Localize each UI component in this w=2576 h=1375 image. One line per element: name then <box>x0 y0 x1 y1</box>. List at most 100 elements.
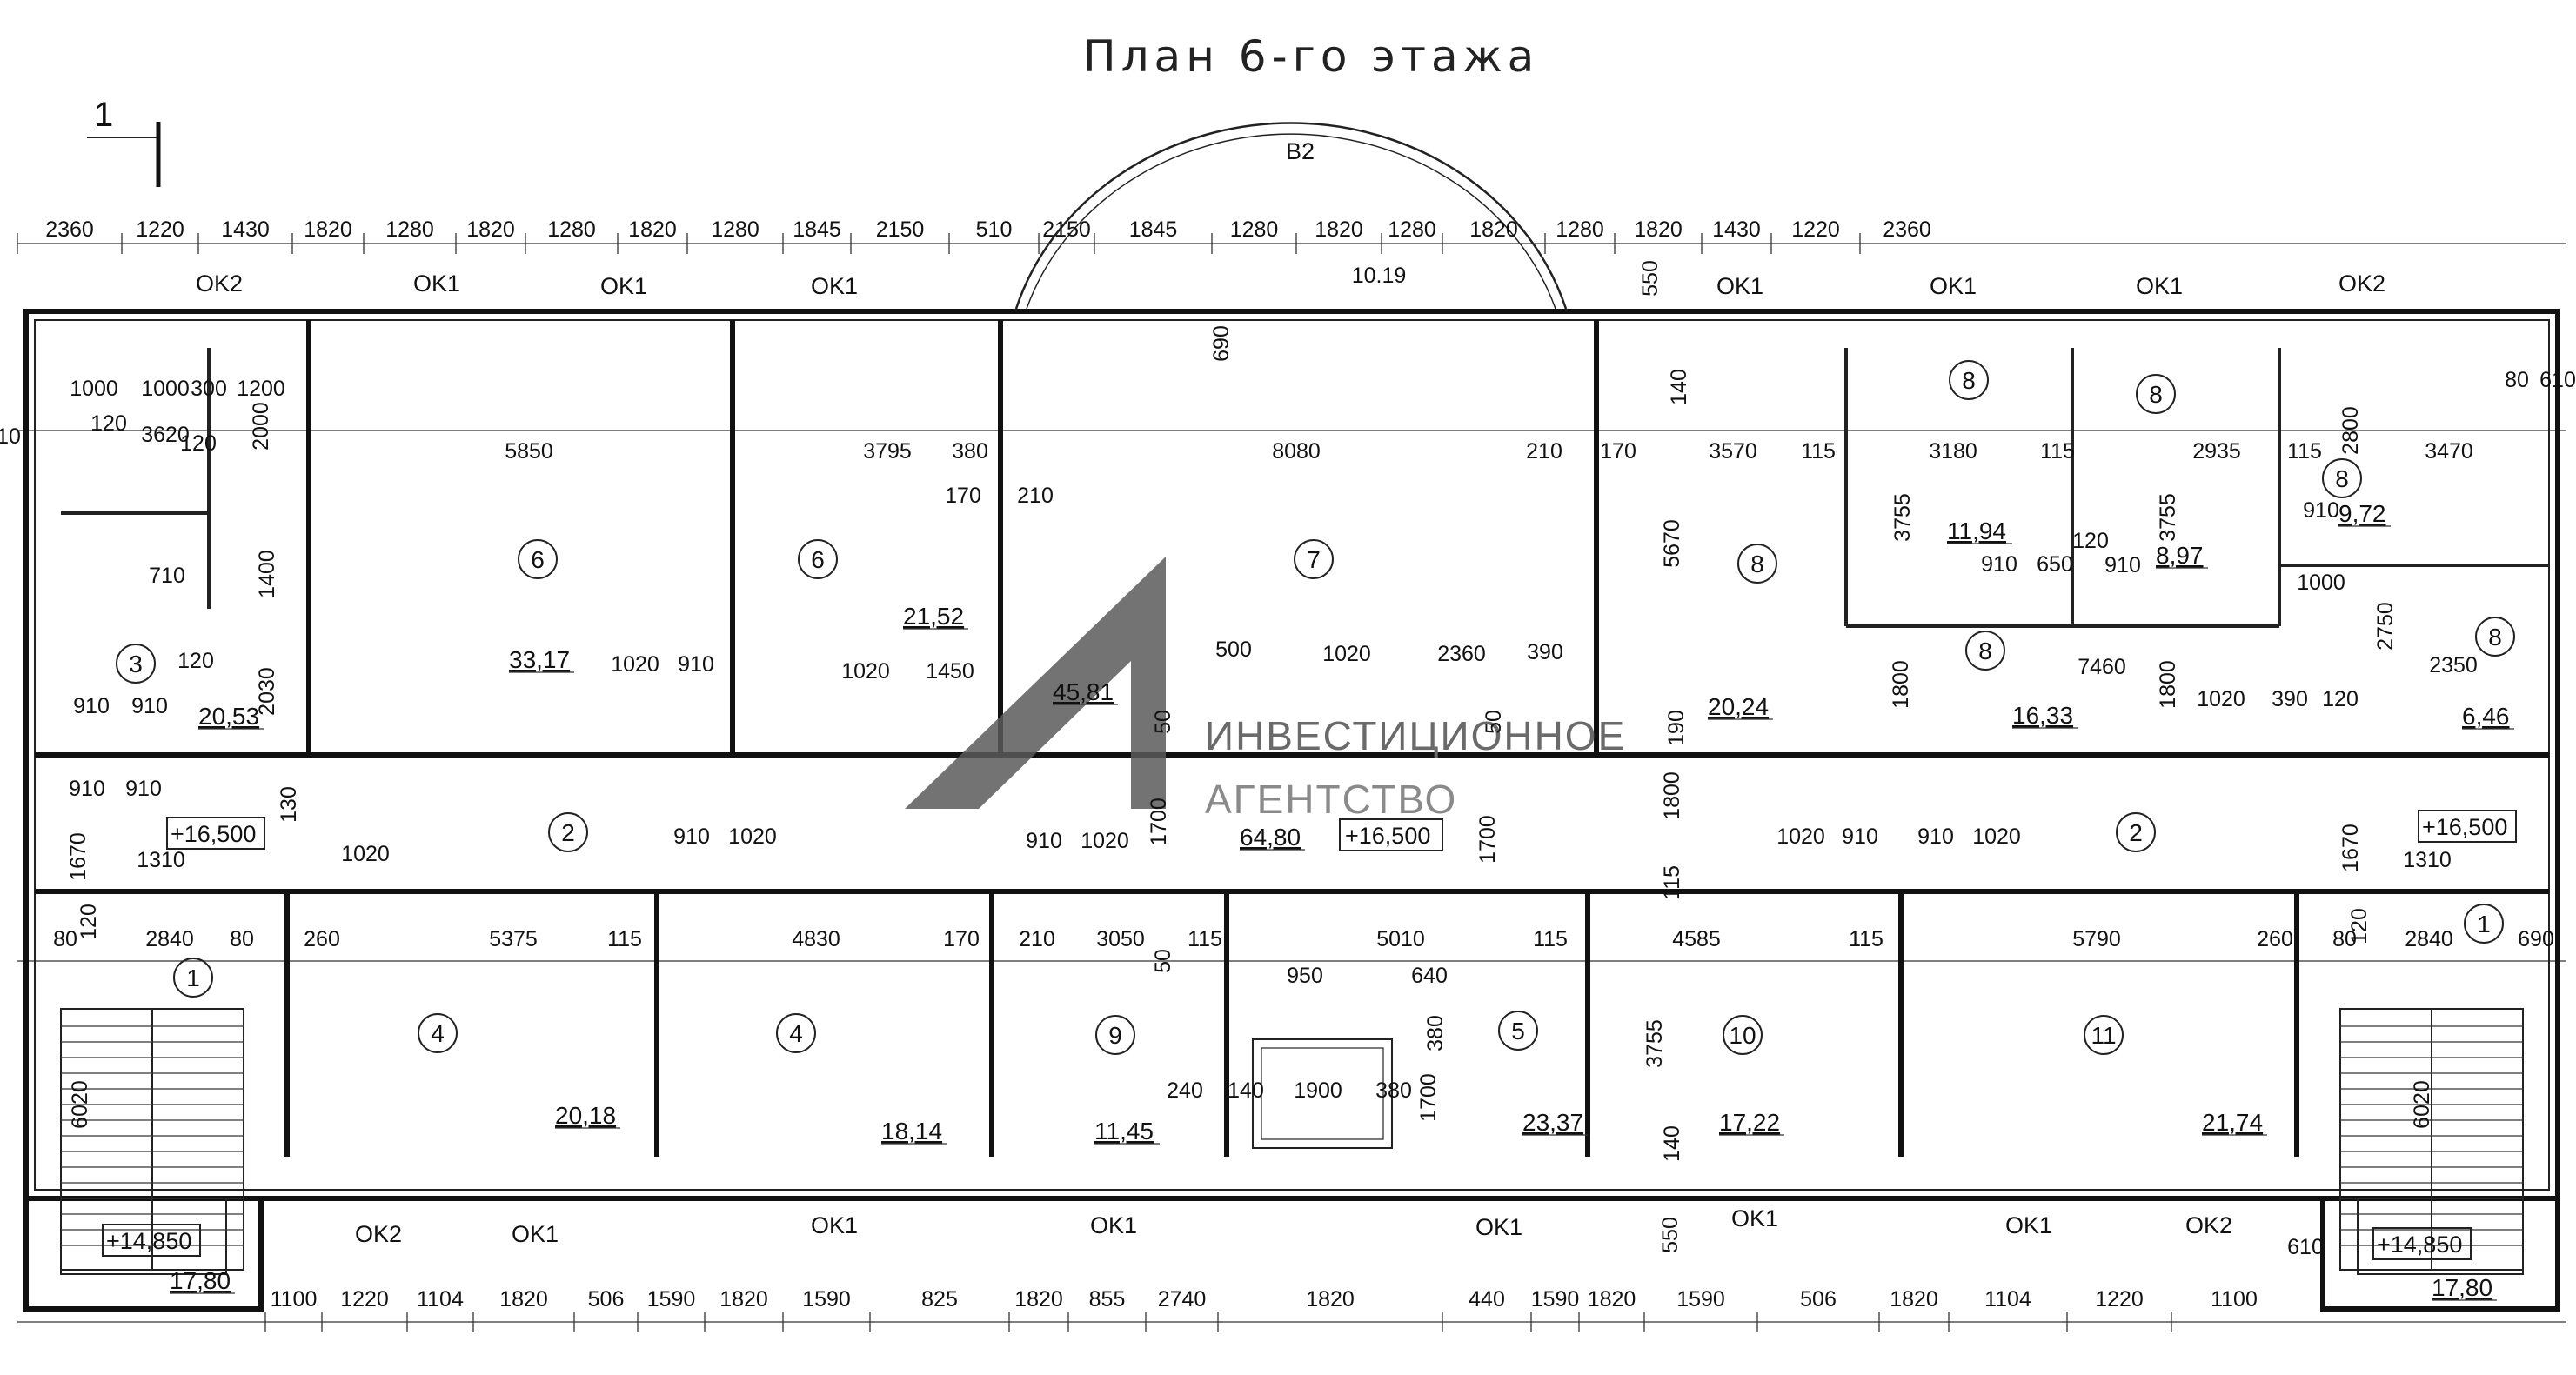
room-number: 9 <box>1108 1022 1122 1049</box>
dimension-label: 115 <box>1801 439 1836 464</box>
dimension-label: 8080 <box>1272 439 1321 464</box>
room-number: 4 <box>431 1020 445 1047</box>
dimension-label: 640 <box>1411 964 1448 988</box>
dimension-label: 500 <box>1215 637 1252 662</box>
elevation-floor-right: +16,500 <box>2422 814 2507 840</box>
top-dim-label: 1820 <box>628 217 677 242</box>
window-label: OK1 <box>1716 273 1763 299</box>
elevation-floor-center: +16,500 <box>1345 823 1430 849</box>
dimension-label: 550 <box>1638 260 1663 297</box>
dimension-label: 1020 <box>728 824 777 849</box>
dimension-label: 3620 <box>141 423 190 447</box>
dimension-label: 1700 <box>1147 798 1171 846</box>
room-area: 16,33 <box>2012 702 2073 729</box>
dimension-label: 910 <box>131 694 168 718</box>
dimension-label: 120 <box>2347 908 2372 944</box>
dimension-label: 170 <box>1600 439 1636 464</box>
room-number: 8 <box>1750 551 1764 577</box>
windows-bottom: OK2 OK1 OK1 OK1 OK1 OK1 OK1 OK2 <box>355 1205 2232 1247</box>
dimension-label: 910 <box>678 652 714 677</box>
dimension-label: 115 <box>607 927 642 951</box>
room-number: 4 <box>789 1020 803 1047</box>
dimension-label: 910 <box>125 777 162 801</box>
dimension-label: 390 <box>2272 687 2308 711</box>
dimension-label: 1020 <box>1972 824 2021 849</box>
dimension-label: 3570 <box>1709 439 1757 464</box>
room-number: 3 <box>129 651 143 677</box>
bottom-dim-label: 1820 <box>499 1287 548 1312</box>
bottom-dim-label: 1820 <box>1890 1287 1938 1312</box>
bottom-dim-label: 1820 <box>719 1287 768 1312</box>
window-label: OK1 <box>811 1212 858 1238</box>
room-area: 64,80 <box>1240 824 1301 851</box>
window-label: OK1 <box>1930 273 1977 299</box>
stair-left <box>60 1008 244 1271</box>
dimension-label: 910 <box>2104 553 2141 577</box>
top-dim-label: 2360 <box>1883 217 1931 242</box>
top-dim-label: 1430 <box>221 217 270 242</box>
dimension-label: 115 <box>2287 439 2322 464</box>
dimension-label: 910 <box>673 824 710 849</box>
top-dim-label: 1220 <box>136 217 184 242</box>
arc-label: B2 <box>1286 138 1315 164</box>
dimension-label: 1800 <box>1889 660 1913 709</box>
room-number-circle <box>173 958 213 998</box>
room-area: 11,45 <box>1094 1118 1154 1145</box>
room-area: 17,22 <box>1719 1109 1780 1136</box>
dimension-label: 710 <box>149 564 185 588</box>
dimension-label: 390 <box>1527 640 1563 664</box>
dimension-label: 140 <box>1660 1125 1684 1162</box>
dimension-label: 910 <box>69 777 105 801</box>
room-area: 18,14 <box>881 1118 942 1145</box>
room-number-circle <box>1095 1015 1135 1055</box>
section-mark: 1 <box>87 96 161 187</box>
dimension-label: 50 <box>1151 710 1175 734</box>
dimension-label: 380 <box>952 439 988 464</box>
dimension-label: 1000 <box>141 377 190 401</box>
dimension-label: 1020 <box>1322 642 1371 666</box>
top-dim-label: 1845 <box>793 217 841 242</box>
elevation-landing-right: +14,850 <box>2377 1231 2462 1258</box>
dimension-label: 1450 <box>926 659 974 684</box>
window-label: OK1 <box>2136 273 2183 299</box>
bottom-dim-label: 1590 <box>647 1287 696 1312</box>
dimension-label: 2800 <box>2338 406 2363 455</box>
room-number-circle <box>518 539 558 579</box>
dimension-label: 170 <box>943 927 980 951</box>
top-dim-label: 1220 <box>1791 217 1840 242</box>
dimension-label: 650 <box>2037 552 2073 577</box>
dimension-label: 6020 <box>2410 1080 2434 1129</box>
bottom-dim-label: 1590 <box>1676 1287 1725 1312</box>
dimension-label: 1700 <box>1416 1073 1441 1122</box>
dimension-label: 1800 <box>1660 771 1684 820</box>
dimension-label: 1020 <box>841 659 890 684</box>
room-area: 17,80 <box>170 1267 231 1294</box>
dimension-label: 6020 <box>68 1080 92 1129</box>
room-area: 20,53 <box>198 703 259 730</box>
top-dim-label: 2150 <box>1042 217 1091 242</box>
bottom-dim-label: 1104 <box>1984 1287 2031 1312</box>
dimension-label: 1800 <box>2156 660 2180 709</box>
bottom-dim-label: 1590 <box>802 1287 851 1312</box>
room-number: 6 <box>531 546 545 573</box>
dimension-label: 210 <box>1526 439 1562 464</box>
dimension-label: 1670 <box>2338 824 2363 872</box>
dimension-label: 2935 <box>2192 439 2241 464</box>
dimension-label: 3050 <box>1096 927 1145 951</box>
bottom-dim-label: 2740 <box>1158 1287 1207 1312</box>
top-dim-label: 1820 <box>304 217 352 242</box>
dimension-label: 260 <box>2257 927 2293 951</box>
dimension-label: 115 <box>1660 865 1684 900</box>
entrance-arc: B2 <box>1014 122 1568 310</box>
window-label: OK1 <box>1090 1212 1137 1238</box>
room-area: 45,81 <box>1053 678 1114 705</box>
dimension-label: 3470 <box>2425 439 2473 464</box>
room-number: 8 <box>1978 637 1992 664</box>
dimension-label: 210 <box>1017 484 1054 508</box>
room-area: 20,24 <box>1708 693 1769 720</box>
elevation-marks: +16,500 +16,500 +16,500 +14,850 +14,850 <box>102 810 2517 1260</box>
dimension-label: 115 <box>1188 927 1222 951</box>
room-area: 20,18 <box>555 1102 616 1129</box>
dimension-label: 3180 <box>1929 439 1977 464</box>
